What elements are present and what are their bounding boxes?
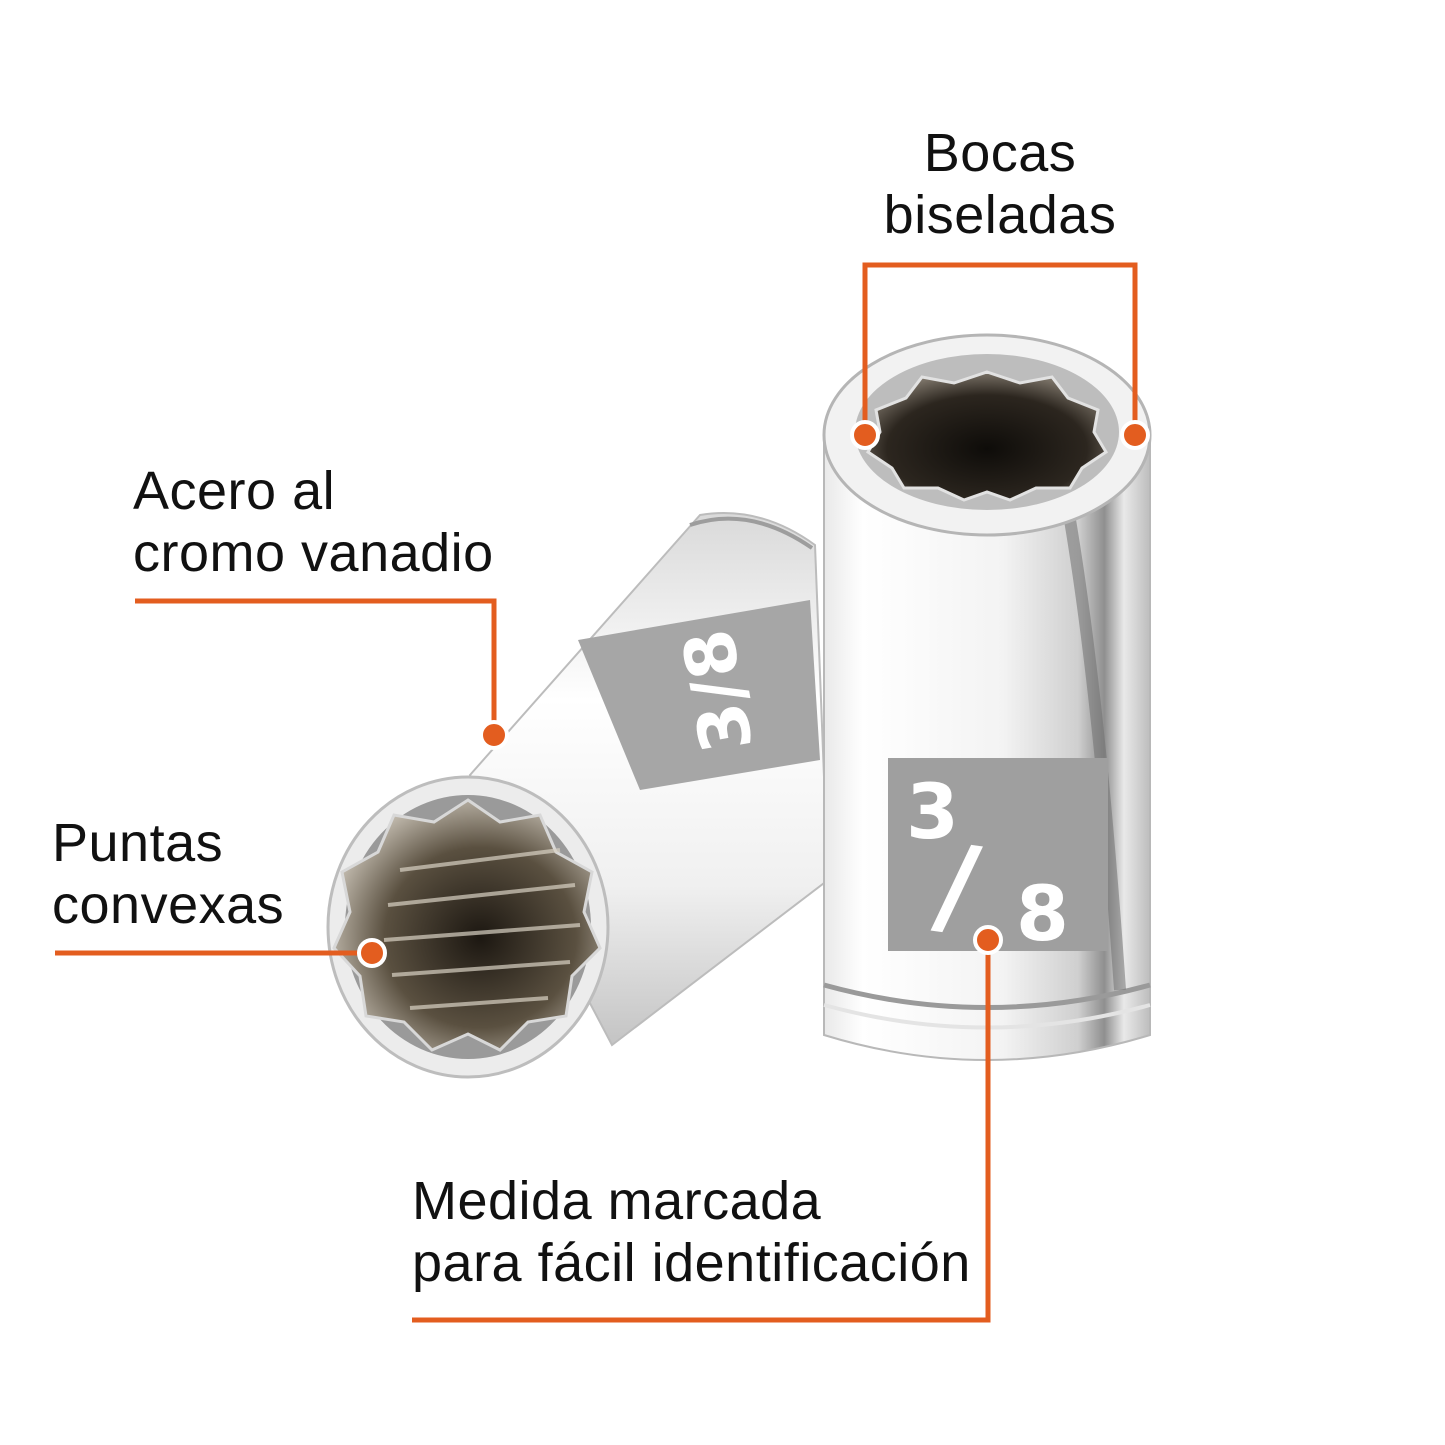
acero-cromo-vanadio-label: Acero al cromo vanadio [133,460,494,584]
acero-line1: Acero al [133,461,336,521]
medida-line2: para fácil identificación [412,1233,971,1293]
standing-socket [822,333,1152,1061]
lying-socket-marking-band [578,600,820,790]
acero-line2: cromo vanadio [133,523,494,583]
medida-line1: Medida marcada [412,1171,822,1231]
bocas-callout-dot-right [1120,420,1150,450]
puntas-line1: Puntas [52,813,224,873]
lying-socket-bore [332,798,602,1052]
medida-callout-line [412,940,991,1323]
puntas-convexas-label: Puntas convexas [52,812,284,936]
marking-denominator: 8 [1016,869,1069,958]
bocas-line2: biseladas [883,185,1117,245]
bocas-biseladas-label: Bocas biseladas [880,122,1120,246]
acero-callout-line [135,598,497,735]
standing-socket-marking-band [888,758,1108,951]
lying-socket: 3/8 [326,512,830,1079]
puntas-line2: convexas [52,875,285,935]
standing-socket-bore [865,370,1109,502]
marking-numerator: 3 [906,767,959,856]
bocas-callout-dot-left [850,420,880,450]
bocas-callout-line [862,262,1138,435]
medida-marcada-label: Medida marcada para fácil identificación [412,1170,971,1294]
callouts [55,262,1138,1323]
medida-callout-dot [973,925,1003,955]
acero-callout-dot [479,720,509,750]
bocas-line1: Bocas [923,123,1077,183]
puntas-callout-dot [357,938,387,968]
